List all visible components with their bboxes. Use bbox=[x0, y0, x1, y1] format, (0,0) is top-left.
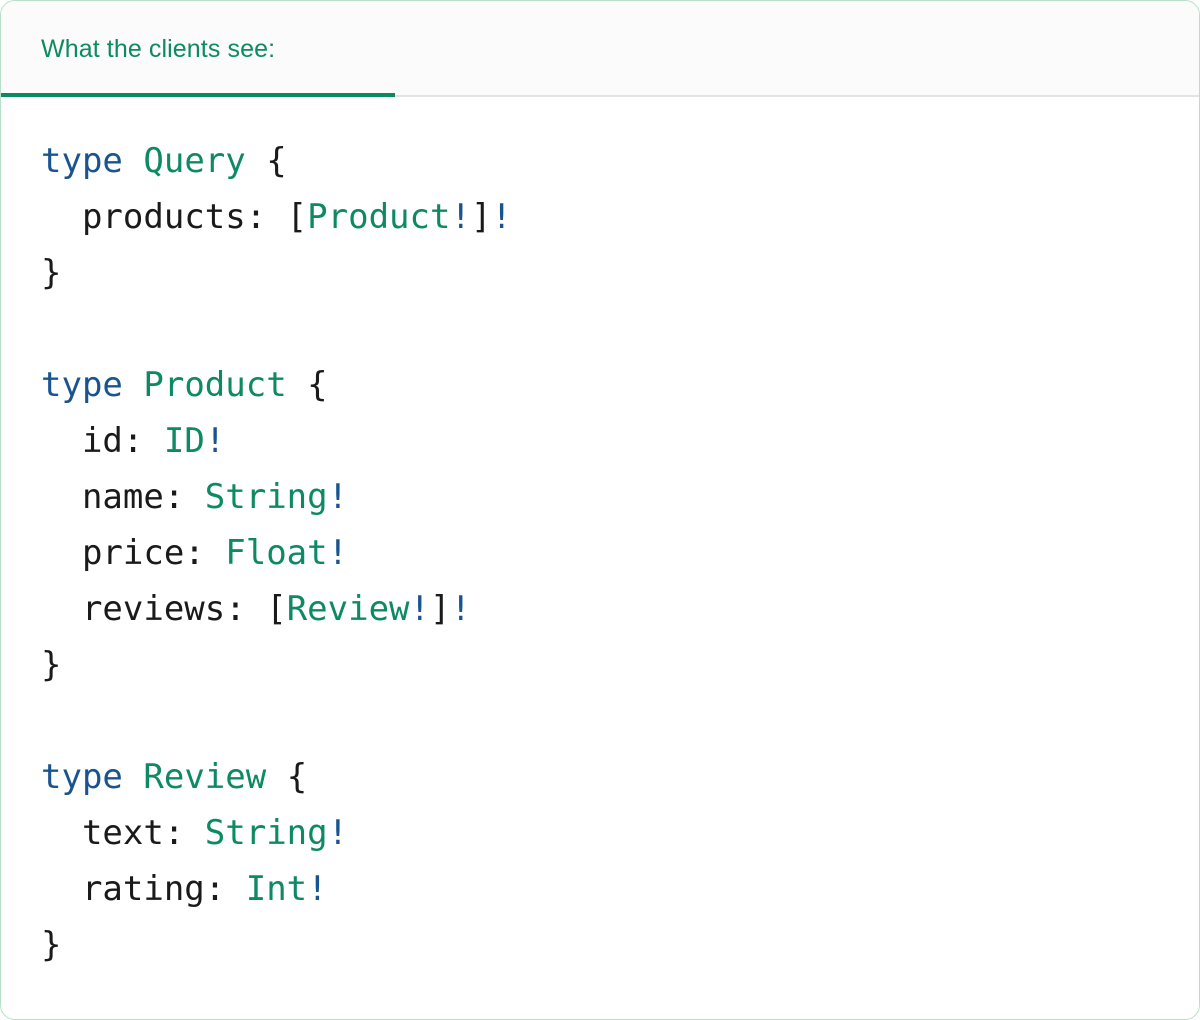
code-token-type: String bbox=[204, 477, 328, 517]
code-line: } bbox=[41, 637, 1199, 693]
code-token-type: Product bbox=[307, 197, 451, 237]
code-token-punct: { bbox=[307, 365, 328, 405]
code-token-plain bbox=[266, 197, 286, 237]
code-token-plain bbox=[41, 533, 82, 573]
code-token-punct: ] bbox=[470, 197, 492, 237]
code-token-punct: { bbox=[266, 141, 287, 181]
code-token-bang: ! bbox=[307, 869, 328, 909]
code-token-plain bbox=[246, 589, 266, 629]
code-token-type: Product bbox=[143, 365, 287, 405]
graphql-schema-code[interactable]: type Query { products: [Product!]!} type… bbox=[41, 133, 1199, 973]
code-token-plain bbox=[225, 869, 245, 909]
code-token-type: Review bbox=[143, 757, 267, 797]
code-token-plain bbox=[41, 869, 82, 909]
code-token-type: Review bbox=[286, 589, 410, 629]
code-token-bang: ! bbox=[327, 477, 349, 517]
code-token-field: price: bbox=[81, 533, 205, 573]
code-line: reviews: [Review!]! bbox=[41, 581, 1199, 637]
code-line: name: String! bbox=[41, 469, 1199, 525]
code-token-bang: ! bbox=[450, 589, 471, 629]
code-token-keyword: type bbox=[41, 141, 123, 181]
code-line: type Review { bbox=[41, 749, 1199, 805]
code-token-punct: [ bbox=[266, 589, 287, 629]
code-token-punct: ] bbox=[430, 589, 451, 629]
tab-bar: What the clients see: bbox=[1, 1, 1199, 97]
code-line: type Product { bbox=[41, 357, 1199, 413]
code-token-keyword: type bbox=[41, 757, 123, 797]
code-line: price: Float! bbox=[41, 525, 1199, 581]
code-token-punct: { bbox=[286, 757, 308, 797]
code-line bbox=[41, 301, 1199, 357]
code-token-plain bbox=[123, 141, 143, 181]
code-token-plain bbox=[123, 365, 143, 405]
code-token-field: text: bbox=[81, 813, 185, 853]
code-line: id: ID! bbox=[41, 413, 1199, 469]
code-token-bang: ! bbox=[327, 533, 349, 573]
code-token-type: Float bbox=[225, 533, 328, 573]
code-token-punct: } bbox=[41, 645, 62, 685]
code-token-plain bbox=[184, 477, 204, 517]
code-token-field: name: bbox=[81, 477, 185, 517]
code-token-plain bbox=[41, 477, 82, 517]
code-token-bang: ! bbox=[450, 197, 471, 237]
code-token-plain bbox=[41, 813, 82, 853]
code-token-field: rating: bbox=[81, 869, 226, 909]
code-token-bang: ! bbox=[327, 813, 349, 853]
code-line: type Query { bbox=[41, 133, 1199, 189]
code-line: products: [Product!]! bbox=[41, 189, 1199, 245]
code-line: rating: Int! bbox=[41, 861, 1199, 917]
tab-what-the-clients-see[interactable]: What the clients see: bbox=[1, 1, 395, 97]
code-token-field: id: bbox=[81, 421, 144, 461]
code-token-plain bbox=[41, 197, 82, 237]
code-token-plain bbox=[41, 421, 82, 461]
code-token-bang: ! bbox=[204, 421, 226, 461]
code-line: text: String! bbox=[41, 805, 1199, 861]
code-token-plain bbox=[205, 533, 225, 573]
code-token-plain bbox=[41, 589, 82, 629]
code-token-type: ID bbox=[163, 421, 205, 461]
code-token-plain bbox=[246, 141, 266, 181]
code-token-punct: } bbox=[41, 925, 62, 965]
code-token-type: Query bbox=[143, 141, 246, 181]
code-token-plain bbox=[287, 365, 307, 405]
code-token-punct: } bbox=[41, 253, 62, 293]
code-token-field: products: bbox=[81, 197, 267, 237]
code-token-plain bbox=[123, 757, 143, 797]
code-token-type: Int bbox=[245, 869, 308, 909]
code-token-plain bbox=[143, 421, 163, 461]
code-line bbox=[41, 693, 1199, 749]
tab-label: What the clients see: bbox=[41, 34, 276, 63]
code-token-plain bbox=[266, 757, 286, 797]
code-token-type: String bbox=[204, 813, 328, 853]
code-panel: type Query { products: [Product!]!} type… bbox=[1, 97, 1199, 1019]
code-token-punct: [ bbox=[286, 197, 308, 237]
code-token-bang: ! bbox=[409, 589, 430, 629]
code-line: } bbox=[41, 917, 1199, 973]
code-token-bang: ! bbox=[491, 197, 512, 237]
code-token-field: reviews: bbox=[81, 589, 246, 629]
code-token-keyword: type bbox=[41, 365, 123, 405]
code-token-plain bbox=[184, 813, 204, 853]
code-line: } bbox=[41, 245, 1199, 301]
